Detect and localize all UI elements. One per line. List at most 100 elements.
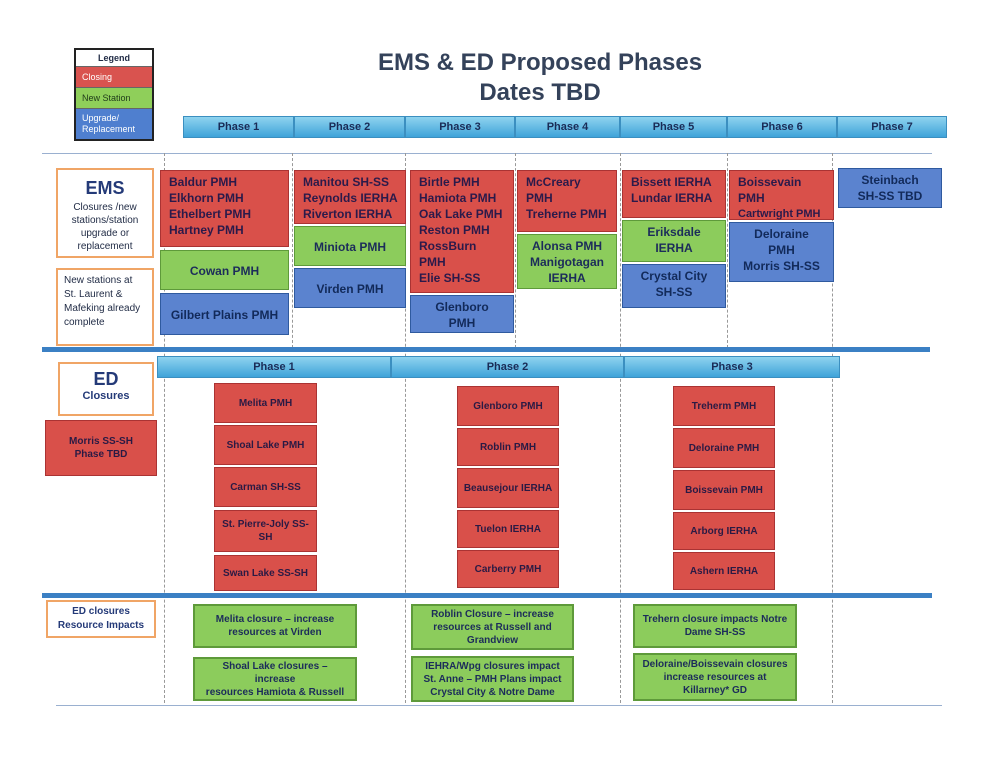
impact-line: Crystal City & Notre Dame	[430, 686, 555, 698]
ed-phase-3: Phase 3	[624, 356, 840, 378]
impact-box: Deloraine/Boissevain closures increase r…	[633, 653, 797, 701]
station-name: Lundar IERHA	[631, 191, 713, 205]
legend-upgrade: Upgrade/ Replacement	[76, 109, 152, 139]
ems-note: New stations at St. Laurent & Mafeking a…	[56, 268, 154, 346]
ems-p5-closing: Bissett IERHA Lundar IERHA	[622, 170, 726, 218]
station-name: PMH	[448, 316, 476, 330]
ed-label-box: ED Closures	[58, 362, 154, 416]
impact-line: Shoal Lake closures – increase	[222, 660, 328, 685]
station-name: RossBurn	[419, 239, 477, 253]
ems-p2-closing: Manitou SH-SS Reynolds IERHA Riverton IE…	[294, 170, 406, 224]
impact-box: Melita closure – increase resources at V…	[193, 604, 357, 648]
ems-phase-7: Phase 7	[837, 116, 947, 138]
station-name: Ethelbert PMH	[169, 207, 252, 221]
ems-phase-1: Phase 1	[183, 116, 294, 138]
station-name: Crystal City	[640, 269, 708, 283]
ed-p2-item: Beausejour IERHA	[457, 468, 559, 508]
ems-phase-2: Phase 2	[294, 116, 405, 138]
station-name: McCreary	[526, 175, 581, 189]
divider-top	[42, 153, 932, 154]
impact-line: Trehern closure impacts Notre	[642, 614, 788, 625]
ems-p4-closing: McCreary PMH Treherne PMH	[517, 170, 617, 232]
impact-line: resources at Virden	[228, 627, 322, 638]
impact-line: Melita closure – increase	[215, 614, 335, 625]
impact-line: Roblin Closure – increase	[431, 608, 554, 620]
ed-p3-item: Treherm PMH	[673, 386, 775, 426]
impact-line: St. Anne – PMH Plans impact	[423, 673, 562, 685]
ems-p6-upgrade: Deloraine PMH Morris SH-SS	[729, 222, 834, 282]
station-name: Oak Lake PMH	[419, 207, 503, 221]
impact-line: Dame SH-SS	[684, 627, 746, 638]
legend-closing: Closing	[76, 67, 152, 88]
ems-phase-5: Phase 5	[620, 116, 727, 138]
station-name: Birtle PMH	[419, 175, 480, 189]
ed-p1-item: Swan Lake SS-SH	[214, 555, 317, 591]
station-name: Manigotagan	[530, 255, 604, 269]
station-name: Hamiota PMH	[419, 191, 497, 205]
station-name: Hartney PMH	[169, 223, 244, 237]
ed-p3-item: Boissevain PMH	[673, 470, 775, 510]
title-line-1: EMS & ED Proposed Phases	[377, 49, 703, 76]
station-name: Riverton IERHA	[303, 207, 393, 221]
impact-box: Trehern closure impacts Notre Dame SH-SS	[633, 604, 797, 648]
ems-phase-6: Phase 6	[727, 116, 837, 138]
ed-phase-1: Phase 1	[157, 356, 391, 378]
ems-sublabel: Closures /new stations/station upgrade o…	[71, 202, 139, 252]
column-divider	[727, 153, 728, 348]
ems-p7-upgrade: Steinbach SH-SS TBD	[838, 168, 942, 208]
impact-box: Shoal Lake closures – increase resources…	[193, 657, 357, 701]
ems-p5-new: Eriksdale IERHA	[622, 220, 726, 262]
station-name: Treherne PMH	[526, 207, 607, 221]
ems-p1-upgrade: Gilbert Plains PMH	[160, 293, 289, 335]
station-name: Bissett IERHA	[631, 175, 712, 189]
station-name: IERHA	[548, 271, 586, 285]
column-divider	[405, 153, 406, 703]
ems-p1-new: Cowan PMH	[160, 250, 289, 290]
ems-label-box: EMS Closures /new stations/station upgra…	[56, 168, 154, 258]
impacts-label: ED closures	[72, 606, 130, 617]
station-name: SH-SS TBD	[857, 189, 923, 203]
ems-label: EMS	[85, 178, 125, 198]
ed-p1-item: Shoal Lake PMH	[214, 425, 317, 465]
station-name: Elie SH-SS	[419, 271, 481, 285]
ems-p3-closing: Birtle PMH Hamiota PMH Oak Lake PMH Rest…	[410, 170, 514, 293]
ed-p1-item: Melita PMH	[214, 383, 317, 423]
ed-p1-item: St. Pierre-Joly SS-SH	[214, 510, 317, 552]
ems-p5-upgrade: Crystal City SH-SS	[622, 264, 726, 308]
station-name: Eriksdale	[647, 225, 701, 239]
ems-p1-closing: Baldur PMH Elkhorn PMH Ethelbert PMH Har…	[160, 170, 289, 247]
ems-p2-upgrade: Virden PMH	[294, 268, 406, 308]
station-name: PMH	[768, 243, 795, 257]
station-name: Manitou SH-SS	[303, 175, 389, 189]
station-name: Boissevain	[738, 175, 802, 189]
impact-line: Killarney* GD	[683, 684, 747, 696]
ems-phase-4: Phase 4	[515, 116, 620, 138]
impact-line: IEHRA/Wpg closures impact	[425, 660, 560, 672]
ems-p4-new: Alonsa PMH Manigotagan IERHA	[517, 234, 617, 289]
impact-line: Grandview	[466, 634, 519, 646]
legend-new-station: New Station	[76, 88, 152, 109]
impacts-label-box: ED closures Resource Impacts	[46, 600, 156, 638]
ems-p2-new: Miniota PMH	[294, 226, 406, 266]
impact-line: increase resources at	[663, 671, 767, 683]
ems-p6-closing: Boissevain PMH Cartwright PMH	[729, 170, 834, 220]
ed-label: ED	[93, 369, 119, 389]
impact-line: resources at Russell and	[433, 621, 552, 633]
column-divider	[832, 153, 833, 703]
impact-box: Roblin Closure – increase resources at R…	[411, 604, 574, 650]
station-name: IERHA	[655, 241, 693, 255]
station-name: PMH	[738, 191, 765, 205]
legend: Legend Closing New Station Upgrade/ Repl…	[74, 48, 154, 141]
ed-p3-item: Arborg IERHA	[673, 512, 775, 550]
ed-tbd-line: Phase TBD	[74, 449, 128, 460]
station-name: Reston PMH	[419, 223, 490, 237]
ed-tbd-box: Morris SS-SH Phase TBD	[45, 420, 157, 476]
ed-p3-item: Deloraine PMH	[673, 428, 775, 468]
section-divider	[42, 593, 932, 598]
ems-p3-upgrade: Glenboro PMH	[410, 295, 514, 333]
column-divider	[515, 153, 516, 348]
ed-p3-item: Ashern IERHA	[673, 552, 775, 590]
column-divider	[164, 153, 165, 703]
impact-line: Deloraine/Boissevain closures	[642, 658, 788, 670]
station-name: SH-SS	[655, 285, 693, 299]
